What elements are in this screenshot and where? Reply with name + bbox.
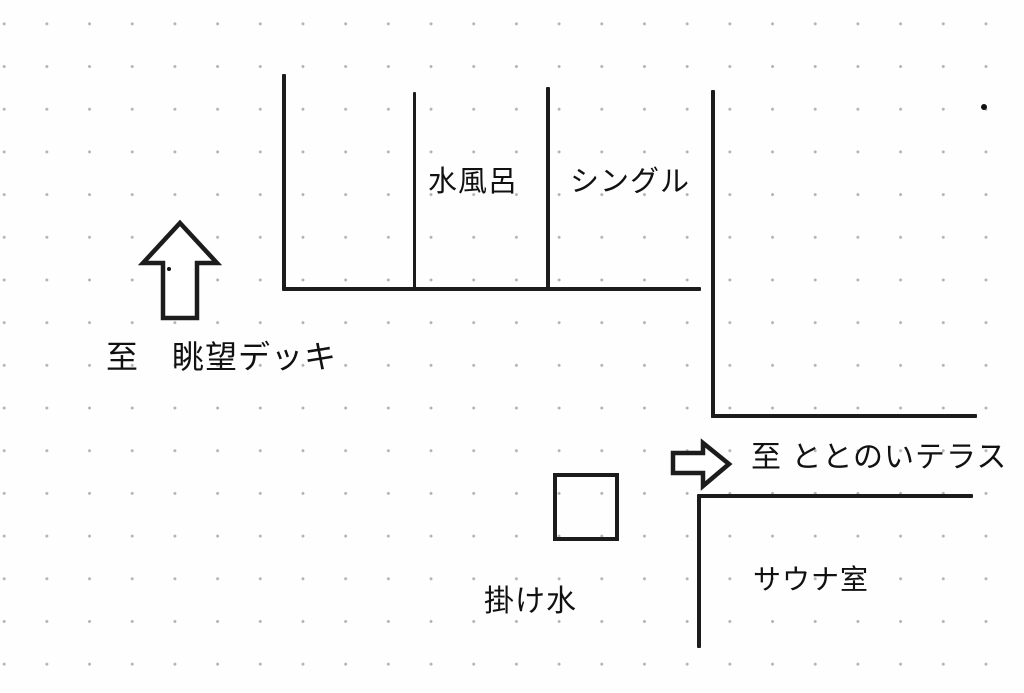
up-arrow-to-deck-icon <box>137 219 223 321</box>
stray-dot-arrow-shaft <box>167 267 171 271</box>
bath-divider-left <box>413 92 416 291</box>
single-bath-label: シングル <box>570 166 691 198</box>
sauna-top-wall <box>698 494 973 498</box>
bath-divider-right <box>546 87 550 291</box>
to-totonoi-terrace-label: 至 ととのいテラス <box>751 441 1008 474</box>
bath-bottom-wall <box>283 287 701 291</box>
sauna-room-label: サウナ室 <box>753 564 870 595</box>
splash-water-basin <box>553 473 619 541</box>
sauna-left-wall <box>697 494 701 648</box>
cold-bath-label: 水風呂 <box>428 166 519 198</box>
right-upper-wall <box>711 90 715 418</box>
right-arrow-to-terrace-icon <box>670 438 733 491</box>
terrace-top-wall <box>711 414 977 418</box>
stray-dot-top-right <box>981 104 987 110</box>
to-observation-deck-label: 至 眺望デッキ <box>106 339 338 375</box>
splash-water-label: 掛け水 <box>484 585 577 618</box>
bath-left-wall <box>282 74 286 291</box>
